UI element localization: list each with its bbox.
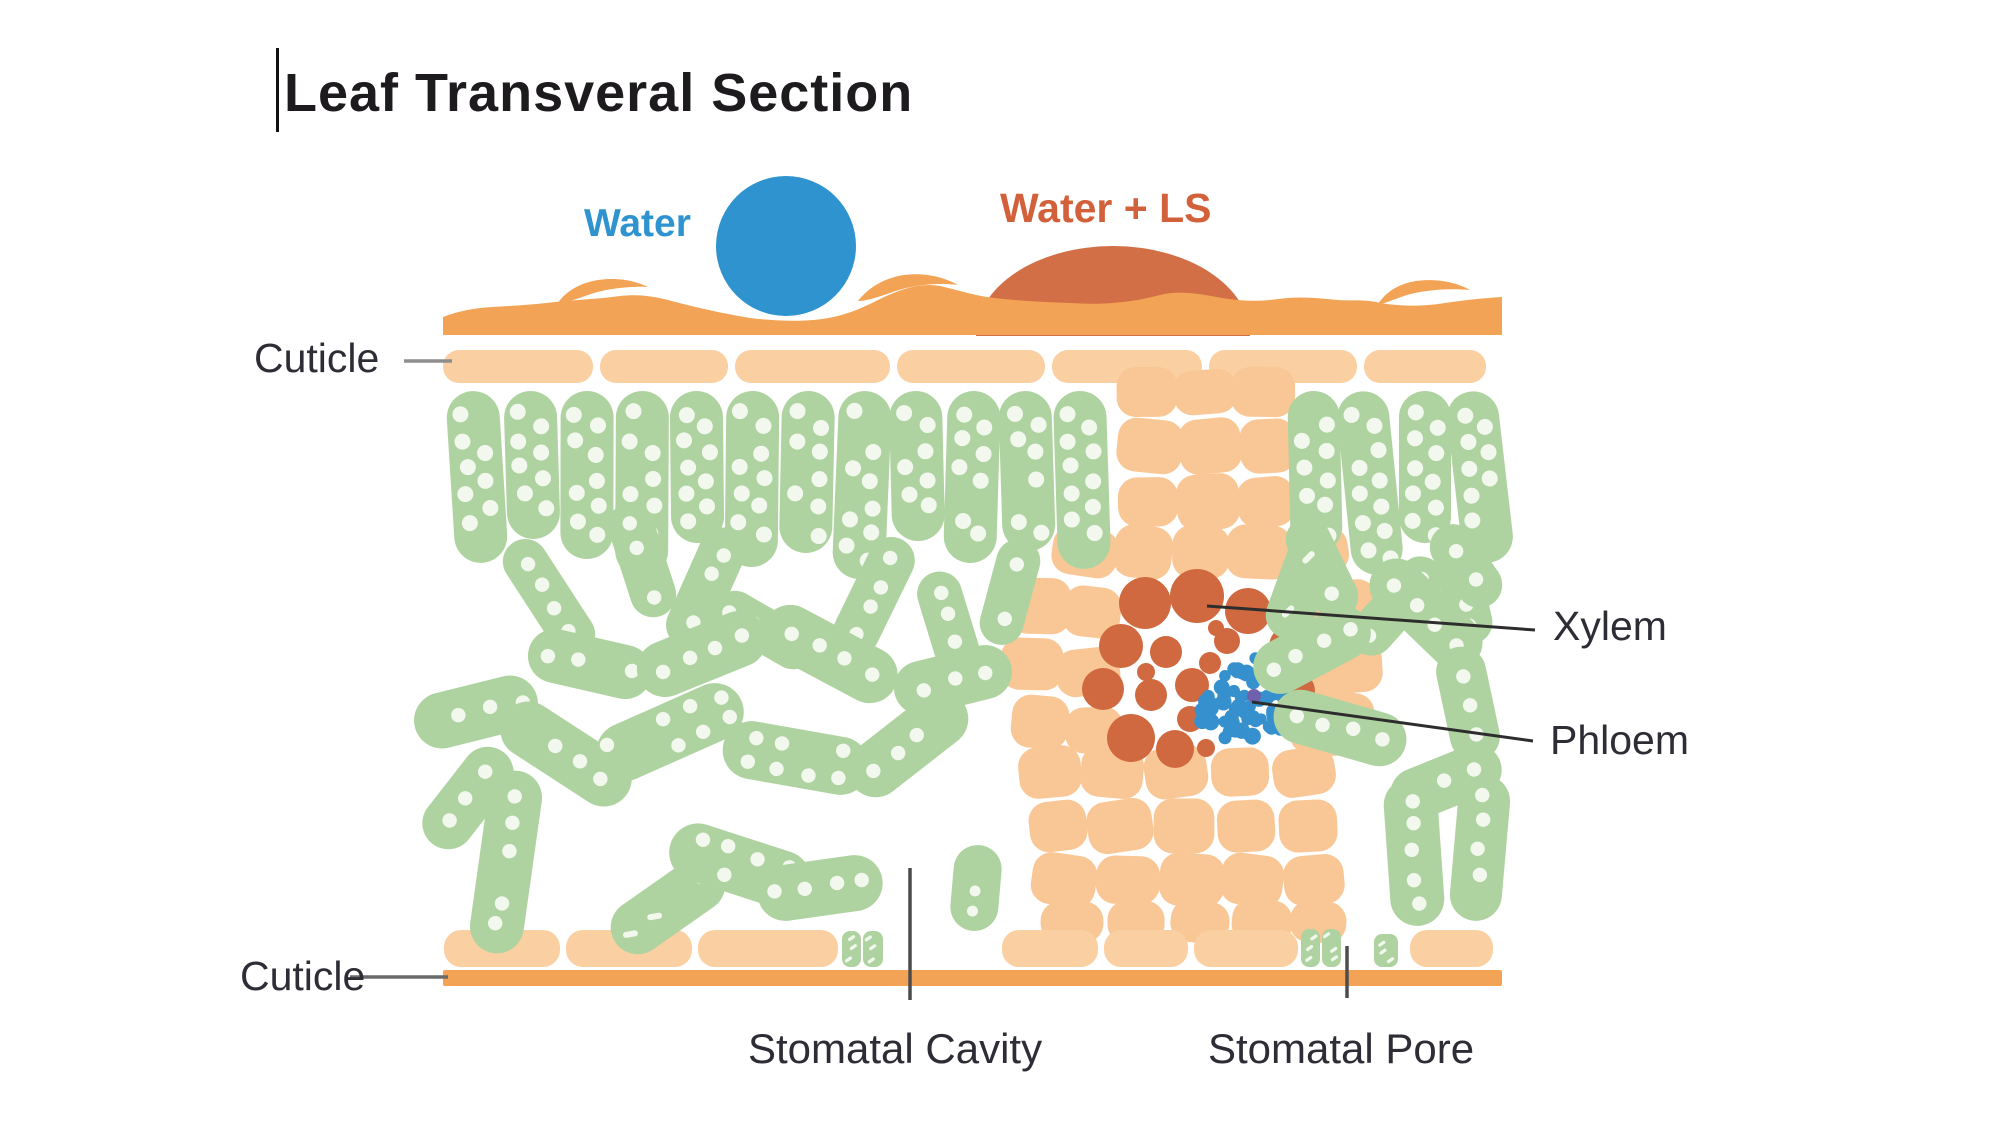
- palisade-mesophyll: [446, 391, 1513, 579]
- cuticle-bottom-label: Cuticle: [240, 953, 366, 999]
- water-droplet: [716, 176, 856, 316]
- lower-cuticle-bar: [443, 970, 1502, 986]
- water-ls-label: Water + LS: [1000, 185, 1212, 231]
- spongy-mesophyll: [414, 502, 1511, 955]
- text-cursor: [276, 48, 279, 132]
- water-label: Water: [584, 202, 691, 245]
- cuticle-top-label: Cuticle: [254, 335, 380, 381]
- page-title: Leaf Transveral Section: [284, 63, 914, 123]
- xylem-leader-line: [1206, 604, 1536, 632]
- phloem-label: Phloem: [1550, 717, 1690, 763]
- xylem-label: Xylem: [1553, 603, 1667, 649]
- cuticle-wax-layer: [443, 274, 1502, 335]
- upper-epidermis: [443, 350, 1486, 383]
- stomatal-cavity-label: Stomatal Cavity: [748, 1025, 1043, 1072]
- guard-cells: [842, 929, 1398, 967]
- stomatal-pore-label: Stomatal Pore: [1208, 1025, 1475, 1072]
- phloem-leader-line: [1251, 700, 1534, 743]
- leader-lines: [350, 359, 1536, 1000]
